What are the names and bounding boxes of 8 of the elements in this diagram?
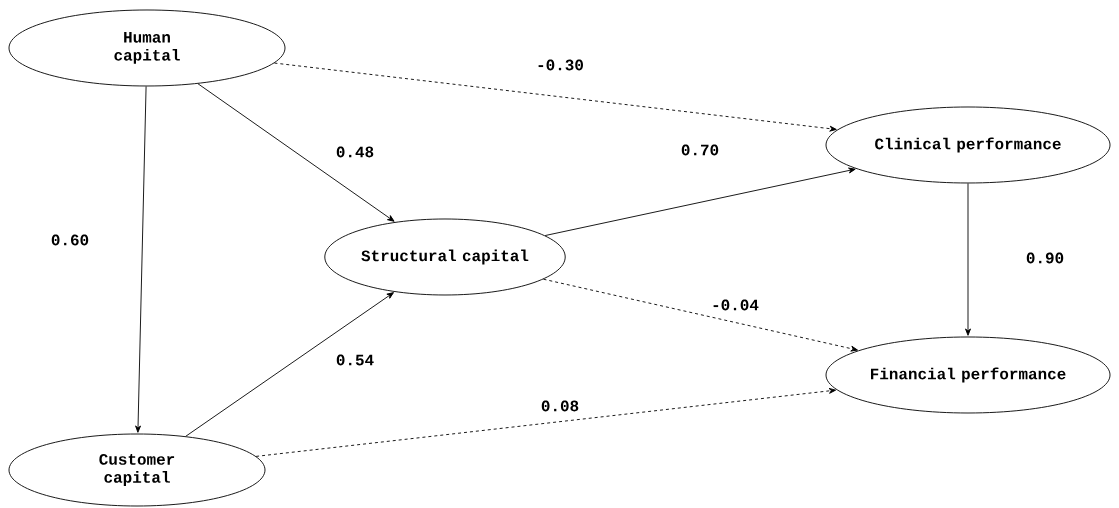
path-arrow	[544, 167, 856, 236]
path-arrow	[273, 62, 837, 132]
path-arrow	[185, 292, 394, 437]
path-arrow	[255, 387, 837, 457]
path-arrow	[965, 183, 971, 336]
path-arrow	[135, 86, 147, 433]
path-arrow	[543, 278, 858, 352]
path-arrow	[197, 83, 395, 222]
